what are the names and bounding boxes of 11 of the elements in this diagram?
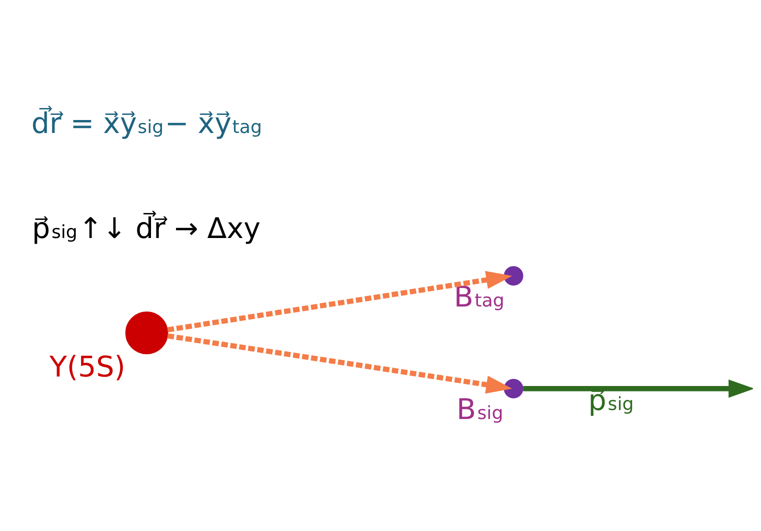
label: p⃗sig↑↓ d⃗r⃗ → Δxy <box>32 212 261 245</box>
node-circle <box>504 266 524 286</box>
node-circle <box>125 312 168 354</box>
arrow <box>523 380 753 398</box>
node-label: Bsig <box>456 393 504 426</box>
label: d⃗r⃗ = x⃗y⃗sig− x⃗y⃗tag <box>31 106 262 140</box>
node-label: Υ(5S) <box>50 350 126 384</box>
arrow <box>167 270 512 332</box>
node-label: Btag <box>454 280 504 314</box>
arrow <box>167 333 512 394</box>
node-circle <box>504 378 524 398</box>
